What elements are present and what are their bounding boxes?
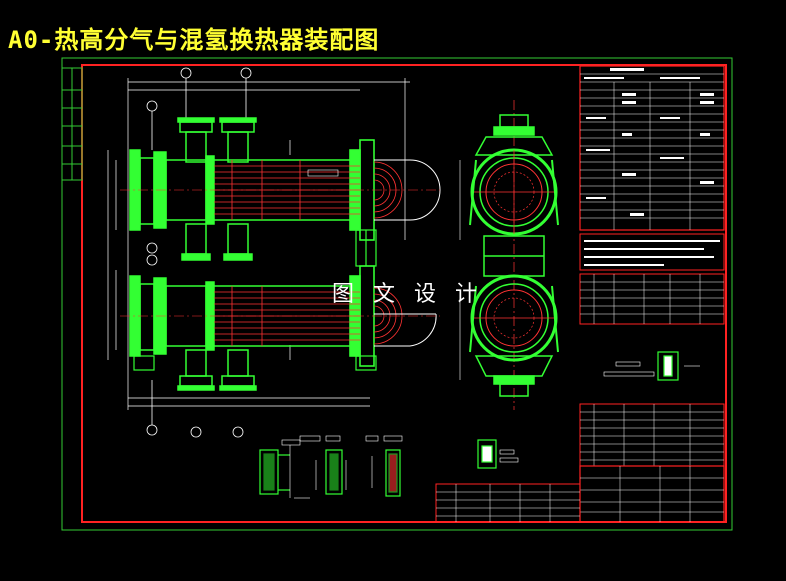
- lower-tubesheet-circle: [469, 274, 559, 362]
- parts-list-table: [579, 403, 725, 467]
- notes-block: [579, 233, 725, 271]
- end-view: [459, 100, 559, 410]
- title-block: [579, 465, 725, 523]
- dimension-lines: [107, 78, 410, 410]
- nozzle-table: [579, 273, 725, 325]
- watermark-text: 图 文 设 计: [332, 282, 483, 307]
- technical-tables: [435, 65, 725, 523]
- detail-views: [259, 351, 700, 499]
- upper-exchanger: [120, 117, 441, 241]
- interconnect-nozzles: [181, 223, 253, 261]
- lower-exchanger: [120, 265, 440, 391]
- left-margin-strip: [61, 67, 83, 181]
- outer-frame: [61, 57, 733, 531]
- tech-characteristics-table: [579, 65, 725, 231]
- elevation-view: [107, 67, 441, 438]
- upper-tubesheet-circle: [469, 148, 559, 236]
- upper-tube-bundle: [214, 160, 360, 220]
- drawing-title: A0-热高分气与混氢换热器装配图: [8, 26, 380, 54]
- revision-table: [435, 483, 581, 523]
- part-balloons: [146, 67, 252, 438]
- inner-frame: [81, 64, 727, 523]
